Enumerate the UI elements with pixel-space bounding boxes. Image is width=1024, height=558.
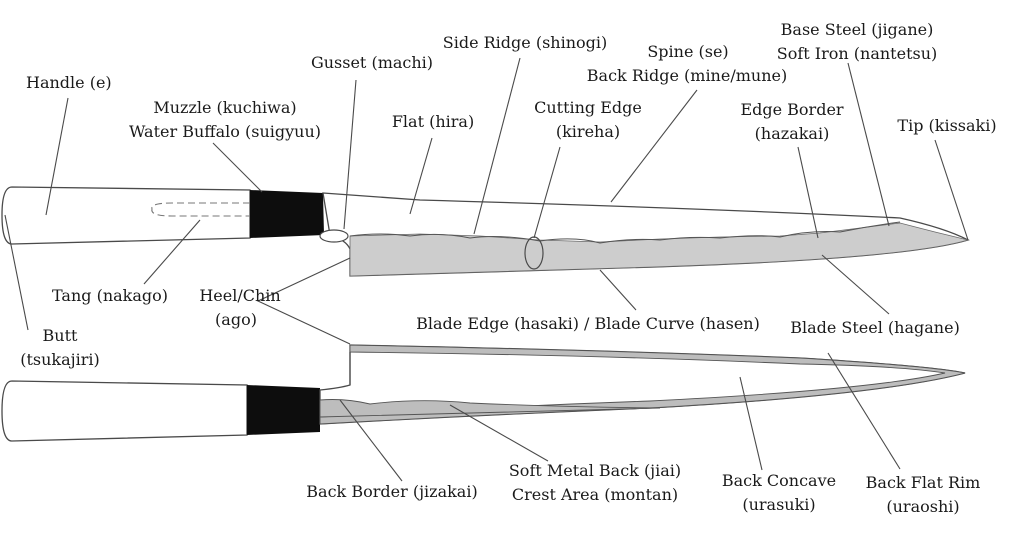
- leader-cutting-edge: [533, 146, 561, 239]
- label-back-border: Back Border (jizakai): [306, 482, 477, 501]
- label-gusset: Gusset (machi): [311, 53, 433, 72]
- label-cutting-edge-2: (kireha): [556, 122, 620, 141]
- leader-side-ridge: [473, 57, 521, 235]
- label-blade-steel: Blade Steel (hagane): [790, 318, 960, 337]
- bottom-ferrule: [247, 385, 320, 435]
- bottom-handle: [1, 380, 248, 442]
- tang-outline: [151, 202, 250, 217]
- leader-heel: [256, 257, 351, 345]
- leader-edge-border: [797, 146, 819, 239]
- leader-back-border: [339, 399, 403, 482]
- label-water-buffalo: Water Buffalo (suigyuu): [129, 122, 321, 141]
- leader-blade-steel: [821, 254, 890, 315]
- label-tang: Tang (nakago): [52, 286, 168, 305]
- back-border-band: [319, 399, 661, 418]
- label-handle: Handle (e): [26, 73, 112, 92]
- top-ferrule: [250, 190, 324, 238]
- leader-flat: [409, 137, 433, 215]
- leader-back-flat-rim: [827, 352, 901, 470]
- leader-back-concave: [739, 376, 763, 471]
- leader-tip: [934, 139, 969, 241]
- label-back-flat-rim-2: (uraoshi): [886, 497, 959, 516]
- label-tip: Tip (kissaki): [897, 116, 996, 135]
- label-back-concave-1: Back Concave: [722, 471, 836, 490]
- top-handle: [1, 186, 251, 245]
- label-soft-iron: Soft Iron (nantetsu): [777, 44, 938, 63]
- leader-blade-edge: [599, 269, 637, 311]
- bottom-knife: [1, 344, 966, 442]
- label-heel-1: Heel/Chin: [199, 286, 280, 305]
- label-edge-border-2: (hazakai): [755, 124, 830, 143]
- labels: Handle (e) Muzzle (kuchiwa) Water Buffal…: [20, 20, 996, 516]
- label-soft-metal-back: Soft Metal Back (jiai): [509, 461, 681, 480]
- leader-gusset: [343, 79, 357, 230]
- label-spine: Spine (se): [647, 42, 728, 61]
- leader-lines: [4, 57, 969, 482]
- leader-tang: [143, 219, 201, 285]
- leader-butt: [4, 214, 29, 331]
- label-cutting-edge-1: Cutting Edge: [534, 98, 642, 117]
- top-knife: [1, 186, 970, 277]
- gusset-mark: [319, 229, 349, 243]
- label-butt-1: Butt: [43, 326, 78, 345]
- label-heel-2: (ago): [215, 310, 257, 329]
- label-back-concave-2: (urasuki): [742, 495, 815, 514]
- leader-base-steel: [847, 62, 890, 227]
- label-muzzle: Muzzle (kuchiwa): [153, 98, 296, 117]
- label-butt-2: (tsukajiri): [20, 350, 100, 369]
- label-blade-edge: Blade Edge (hasaki) / Blade Curve (hasen…: [416, 314, 760, 333]
- label-edge-border-1: Edge Border: [740, 100, 843, 119]
- label-flat: Flat (hira): [392, 112, 474, 131]
- leader-muzzle: [212, 142, 263, 193]
- label-back-flat-rim-1: Back Flat Rim: [866, 473, 981, 492]
- label-side-ridge: Side Ridge (shinogi): [443, 33, 608, 52]
- top-hamon-line: [349, 221, 901, 244]
- leader-handle: [45, 97, 69, 216]
- label-base-steel: Base Steel (jigane): [781, 20, 934, 39]
- leader-soft-metal-back: [449, 404, 549, 462]
- label-back-ridge: Back Ridge (mine/mune): [587, 66, 787, 85]
- label-crest-area: Crest Area (montan): [512, 485, 678, 504]
- leader-spine: [610, 89, 698, 203]
